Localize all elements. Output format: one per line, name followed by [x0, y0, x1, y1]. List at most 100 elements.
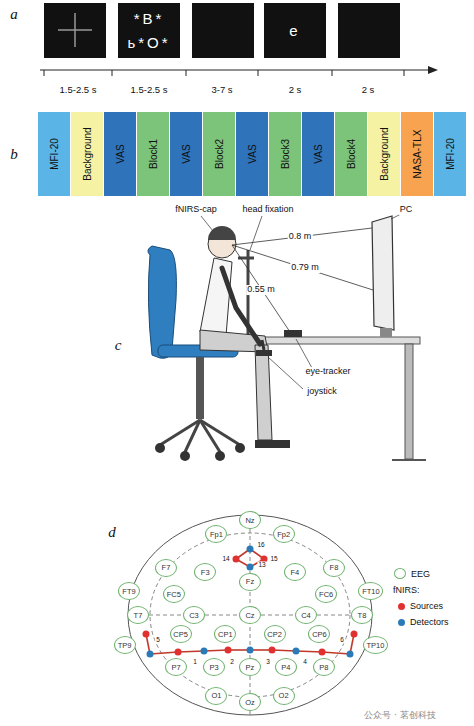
node-text: Fp2	[277, 530, 290, 539]
fnirs-channel	[296, 651, 322, 652]
chair-base	[160, 420, 240, 452]
text-label: 13	[257, 561, 266, 568]
text-label: 6	[339, 636, 345, 643]
node-text: F8	[330, 563, 339, 572]
procedure-band: VAS	[104, 112, 137, 196]
node-text: Nz	[245, 516, 254, 525]
distance-lines	[232, 228, 373, 332]
node-text: MFI-20	[445, 138, 456, 170]
node-text: C4	[301, 611, 311, 620]
fnirs-source	[175, 649, 182, 656]
node-text: VAS	[181, 144, 192, 163]
text-label: 3	[265, 658, 271, 665]
eeg-electrode: Fp1	[205, 525, 227, 543]
panel-letter: d	[107, 524, 117, 541]
eeg-electrode: Fz	[239, 573, 261, 591]
node-text: F3	[201, 568, 210, 577]
node-text: T7	[134, 611, 143, 620]
node-text: Background	[82, 127, 93, 180]
node-text: FT9	[122, 587, 135, 596]
node-text: Fp1	[210, 530, 223, 539]
node-text: P3	[210, 663, 219, 672]
fnirs-source	[233, 556, 240, 563]
eeg-electrode: C4	[295, 606, 317, 624]
eeg-electrode: Pz	[239, 658, 261, 676]
node-text: FC5	[167, 590, 181, 599]
node-text: P8	[319, 663, 328, 672]
procedure-band: Block2	[203, 112, 236, 196]
node-text: TP10	[366, 641, 384, 650]
panel-letter: b	[9, 146, 19, 163]
eeg-electrode: Oz	[239, 693, 261, 711]
node-text: Block3	[280, 139, 291, 169]
node-text: CP5	[173, 630, 188, 639]
fnirs-source	[319, 649, 326, 656]
node-text: MFI-20	[49, 138, 60, 170]
text-label: 2 s	[361, 85, 376, 95]
head-outline	[128, 515, 372, 715]
node-text: O2	[279, 691, 289, 700]
node-text: *B*	[134, 11, 165, 26]
fnirs-source	[143, 631, 150, 638]
time-ticks	[44, 70, 404, 76]
fnirs-channel	[322, 652, 350, 654]
node-text: Oz	[245, 698, 255, 707]
eeg-electrode: FT10	[358, 582, 383, 600]
fnirs-detector	[247, 564, 254, 571]
legend-row: EEG	[394, 568, 430, 579]
node-text: VAS	[247, 144, 258, 163]
stimulus-screen: e	[264, 3, 326, 58]
node-text: Pz	[246, 663, 255, 672]
eeg-electrode: P7	[165, 658, 187, 676]
text-label: 1.5-2.5 s	[130, 85, 169, 95]
text-label: 4	[302, 658, 308, 665]
node-text: e	[289, 23, 300, 38]
eeg-electrode: F7	[155, 559, 177, 577]
eeg-electrode: T7	[127, 606, 149, 624]
legend-swatch	[398, 619, 405, 626]
eeg-electrode: FC6	[315, 585, 337, 603]
chair-post	[196, 357, 204, 419]
leader-lines	[201, 214, 401, 389]
eeg-electrode: TP9	[114, 636, 136, 654]
eeg-electrode: F3	[194, 563, 216, 581]
joystick-stick	[262, 340, 264, 350]
node-text: FT10	[362, 587, 380, 596]
eeg-electrode: O1	[205, 687, 227, 705]
legend-row: Sources	[398, 601, 443, 611]
node-text: Fz	[246, 577, 254, 586]
text-label: 5	[155, 636, 161, 643]
text-label: eye-tracker	[304, 367, 351, 377]
text-label: 16	[256, 541, 265, 548]
person-torso	[200, 258, 232, 336]
fnirs-cap	[208, 226, 236, 240]
legend-row: Detectors	[398, 617, 449, 627]
node-text: CP1	[218, 630, 233, 639]
eeg-electrode: T8	[351, 606, 373, 624]
fnirs-detector	[347, 651, 354, 658]
blank-screen	[338, 3, 400, 58]
monitor-stand	[380, 328, 392, 337]
fnirs-detector	[247, 546, 254, 553]
fixation-screen	[44, 3, 106, 58]
panel-letter: c	[114, 337, 123, 354]
eeg-electrode: F8	[323, 559, 345, 577]
procedure-band: MFI-20	[434, 112, 467, 196]
node-text: Block2	[214, 139, 225, 169]
text-label: joystick	[306, 387, 338, 397]
chair-wheels	[155, 443, 245, 461]
fnirs-channel	[150, 652, 178, 654]
fnirs-channel	[204, 650, 228, 651]
watermark: 公众号 · 茗创科技	[363, 711, 437, 721]
legend-circle	[394, 568, 406, 579]
time-axis	[40, 69, 428, 70]
fnirs-detector	[147, 651, 154, 658]
text-label: fNIRS-cap	[174, 205, 218, 215]
text-label: 15	[269, 555, 278, 562]
node-text: VAS	[313, 144, 324, 163]
setup-illustration	[148, 214, 426, 461]
eeg-electrode: TP10	[363, 636, 388, 654]
eeg-electrode: Cz	[239, 606, 261, 624]
procedure-band: VAS	[302, 112, 335, 196]
text-label: 0.55 m	[246, 285, 276, 295]
